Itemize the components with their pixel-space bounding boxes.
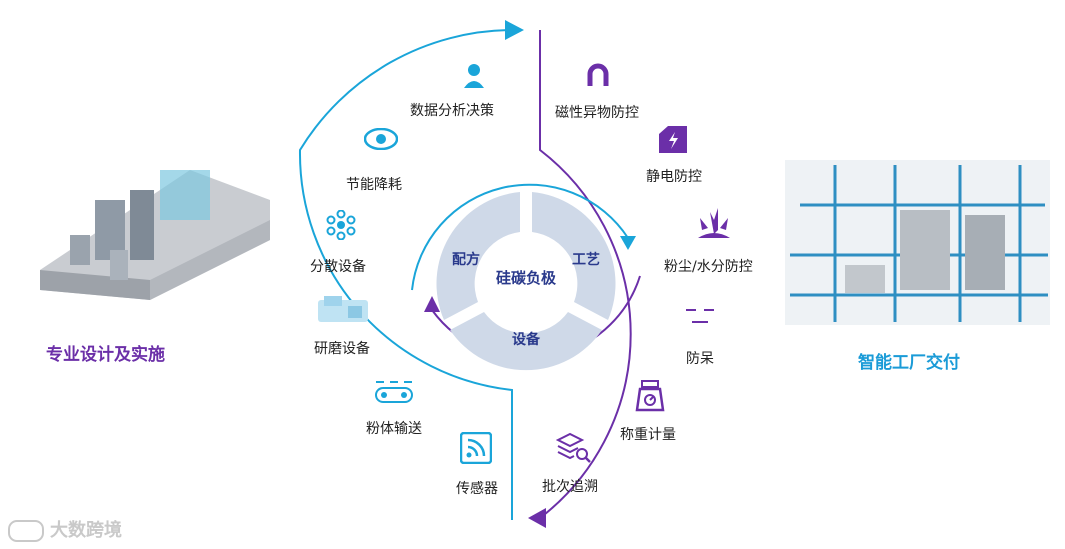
factory-model-illustration <box>40 170 270 300</box>
left-panel-title: 专业设计及实施 <box>46 345 165 365</box>
right-outer-arc <box>539 30 632 519</box>
splash-icon <box>696 206 732 244</box>
segment-equipment <box>450 312 602 371</box>
scale-icon <box>634 380 666 416</box>
core-donut <box>436 192 616 371</box>
layers-search-icon <box>555 432 592 468</box>
segment-formula-label: 配方 <box>452 251 480 268</box>
item-grinding-equipment: 研磨设备 <box>314 341 370 357</box>
segment-process-label: 工艺 <box>572 251 600 268</box>
foolproof-icon <box>684 306 716 332</box>
segment-formula <box>436 192 520 320</box>
eye-icon <box>363 127 399 154</box>
item-dust-moisture-control: 粉尘/水分防控 <box>664 259 753 275</box>
item-foolproof: 防呆 <box>686 351 714 367</box>
item-data-decision: 数据分析决策 <box>410 103 494 119</box>
core-label: 硅碳负极 <box>496 269 557 287</box>
grinder-icon <box>316 294 372 330</box>
watermark: 大数跨境 <box>8 516 122 542</box>
inner-arc-arrowhead-right <box>620 236 636 250</box>
user-icon <box>462 62 486 94</box>
left-outer-arc <box>298 29 513 520</box>
dispersion-icon <box>326 209 356 244</box>
item-magnetic-foreign-control: 磁性异物防控 <box>555 105 639 121</box>
watermark-text: 大数跨境 <box>50 520 122 541</box>
item-powder-conveying: 粉体输送 <box>366 421 422 437</box>
item-energy-saving: 节能降耗 <box>346 177 402 193</box>
right-panel-title: 智能工厂交付 <box>858 353 960 373</box>
inner-arc-arrowhead-left <box>424 296 440 312</box>
left-arc-arrowhead <box>505 20 524 40</box>
lightning-icon <box>658 124 688 158</box>
right-arc-arrowhead <box>528 508 546 528</box>
item-static-control: 静电防控 <box>646 169 702 185</box>
inner-arc-top <box>411 183 629 291</box>
segment-equipment-label: 设备 <box>512 331 541 348</box>
watermark-logo-icon <box>8 520 44 542</box>
magnet-icon <box>584 62 612 94</box>
conveyor-icon <box>374 378 414 408</box>
item-dispersion-equipment: 分散设备 <box>310 259 366 275</box>
wifi-sensor-icon <box>459 431 493 468</box>
segment-process <box>532 192 616 320</box>
item-weighing: 称重计量 <box>620 427 676 443</box>
item-sensor: 传感器 <box>456 481 498 497</box>
smart-factory-photo <box>785 160 1050 325</box>
item-batch-tracing: 批次追溯 <box>542 479 598 495</box>
